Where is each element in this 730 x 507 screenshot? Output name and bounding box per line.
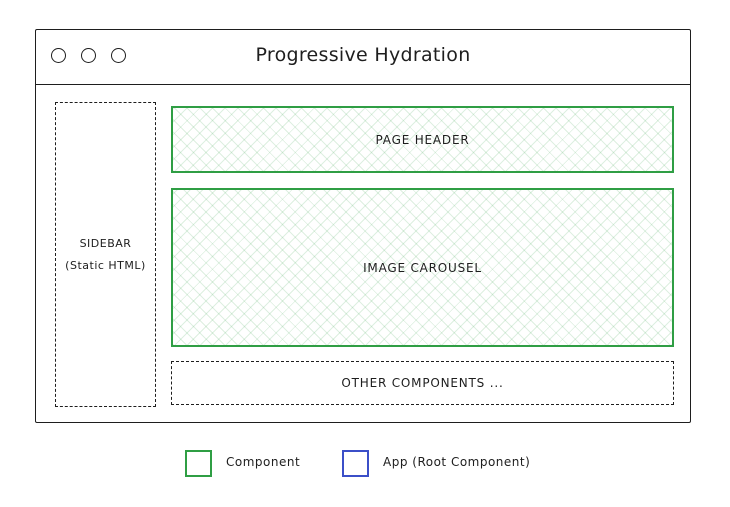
- legend-component-swatch: [185, 450, 212, 477]
- legend-app-label: App (Root Component): [383, 455, 531, 469]
- sidebar-box: SIDEBAR (Static HTML): [55, 102, 156, 407]
- browser-window: Progressive Hydration: [35, 29, 691, 423]
- other-components-box: OTHER COMPONENTS ...: [171, 361, 674, 405]
- image-carousel-label: IMAGE CAROUSEL: [363, 260, 482, 275]
- other-components-label: OTHER COMPONENTS ...: [341, 376, 504, 390]
- sidebar-sublabel: (Static HTML): [65, 258, 146, 272]
- page-header-component: PAGE HEADER: [171, 106, 674, 173]
- window-control-dot-2: [81, 48, 96, 63]
- legend-component-label: Component: [226, 455, 301, 469]
- title-bar: Progressive Hydration: [36, 30, 690, 85]
- window-control-dot-3: [111, 48, 126, 63]
- window-control-dot-1: [51, 48, 66, 63]
- window-title: Progressive Hydration: [255, 44, 471, 66]
- image-carousel-component: IMAGE CAROUSEL: [171, 188, 674, 347]
- sidebar-label: SIDEBAR: [79, 236, 132, 250]
- page-header-label: PAGE HEADER: [375, 132, 470, 147]
- legend-app-swatch: [342, 450, 369, 477]
